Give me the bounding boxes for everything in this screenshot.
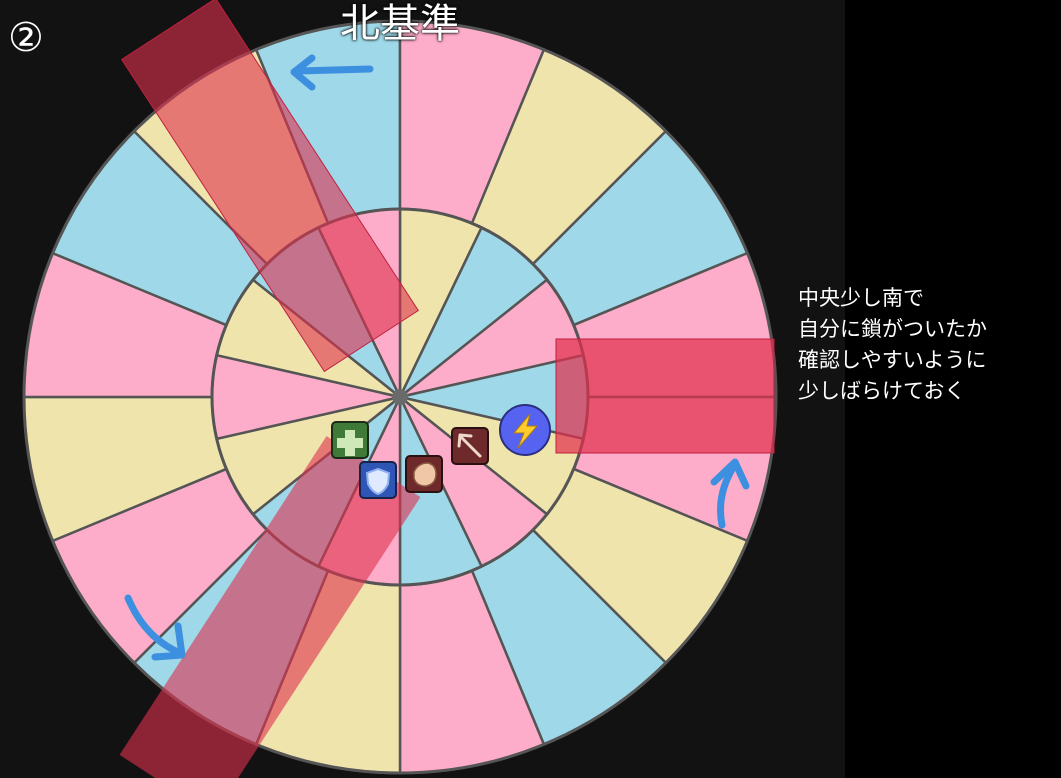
tank-marker [359, 461, 397, 499]
center-point [392, 389, 408, 405]
note-line: 確認しやすいように [798, 348, 987, 372]
instruction-note: 中央少し南で 自分に鎖がついたか 確認しやすいように 少しばらけておく [798, 283, 987, 407]
healer-marker [331, 421, 369, 459]
note-line: 中央少し南で [798, 286, 924, 310]
arrow-east-up [710, 458, 750, 529]
lightning-marker [499, 404, 551, 456]
melee-marker [405, 455, 443, 493]
lightning-icon [512, 413, 539, 449]
outer-circle [22, 19, 778, 775]
ranged-marker [451, 427, 489, 465]
diagram-title: 北基準 [340, 1, 460, 47]
aoe-rect-southwest [119, 436, 421, 778]
plus-icon [337, 430, 363, 456]
note-line: 少しばらけておく [798, 379, 966, 403]
note-line: 自分に鎖がついたか [798, 317, 987, 341]
right-panel [845, 0, 1061, 778]
arrow-north-left [290, 54, 374, 91]
arrow-icon [459, 435, 482, 458]
step-label: ② [8, 15, 44, 61]
aoe-rect-east [555, 338, 775, 454]
aoe-rect-northwest [121, 0, 419, 373]
shield-icon [365, 467, 391, 496]
arrow-southwest [124, 594, 186, 661]
fist-icon [413, 462, 437, 487]
